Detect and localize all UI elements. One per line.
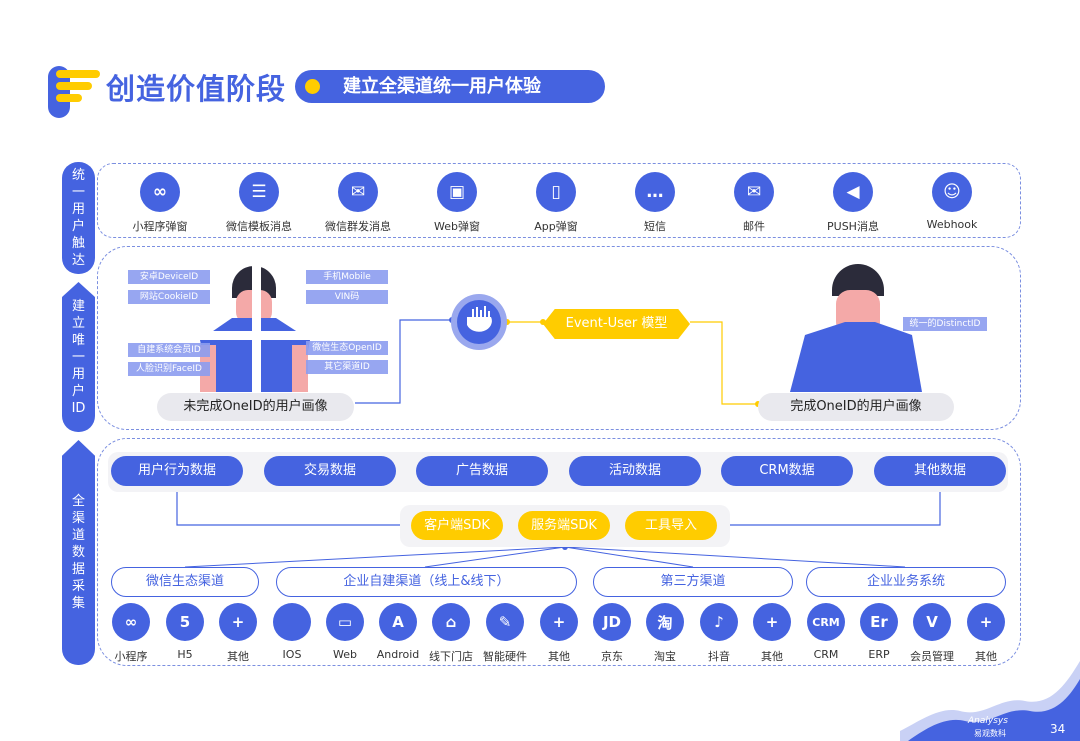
plus-icon: + <box>540 603 578 641</box>
data-type-pill: 其他数据 <box>874 456 1006 486</box>
reach-item: ✉邮件 <box>709 172 799 234</box>
plus-icon: + <box>753 603 791 641</box>
plus-icon: + <box>219 603 257 641</box>
source-item: ▭Web <box>319 603 371 661</box>
app-popup-icon: ▯ <box>536 172 576 212</box>
reach-item: ✉微信群发消息 <box>313 172 403 234</box>
source-item: ♪抖音 <box>693 603 745 664</box>
web-popup-icon: ▣ <box>437 172 477 212</box>
mini-program-icon: ∞ <box>112 603 150 641</box>
event-user-model-badge: Event-User 模型 <box>543 309 690 339</box>
reach-item: ▣Web弹窗 <box>412 172 502 234</box>
channel-pill: 微信生态渠道 <box>111 567 259 597</box>
reach-item: ◀PUSH消息 <box>808 172 898 234</box>
brand-logo: Analysys <box>968 716 1008 726</box>
id-tag: 微信生态OpenID <box>306 341 388 355</box>
subtitle-text: 建立全渠道统一用户体验 <box>343 76 541 97</box>
mass-mail-icon: ✉ <box>338 172 378 212</box>
collection-panel <box>97 438 1021 666</box>
android-icon: A <box>379 603 417 641</box>
taobao-icon: 淘 <box>646 603 684 641</box>
source-item: +其他 <box>960 603 1012 664</box>
monitor-icon: ▭ <box>326 603 364 641</box>
source-item: IOS <box>266 603 318 661</box>
data-type-pill: CRM数据 <box>721 456 853 486</box>
erp-icon: Er <box>860 603 898 641</box>
method-pill: 服务端SDK <box>518 511 610 540</box>
data-type-pill: 活动数据 <box>569 456 701 486</box>
store-icon: ⌂ <box>432 603 470 641</box>
method-pill: 工具导入 <box>625 511 717 540</box>
page-number: 34 <box>1050 722 1066 736</box>
douyin-icon: ♪ <box>700 603 738 641</box>
incomplete-portrait-caption: 未完成OneID的用户画像 <box>157 393 354 421</box>
reach-item: ▯App弹窗 <box>511 172 601 234</box>
method-pill: 客户端SDK <box>411 511 503 540</box>
reach-item: ☺Webhook <box>907 172 997 231</box>
source-item: +其他 <box>746 603 798 664</box>
plus-icon: + <box>967 603 1005 641</box>
crm-icon: CRM <box>807 603 845 641</box>
megaphone-icon: ◀ <box>833 172 873 212</box>
data-types-strip <box>108 452 1008 492</box>
reach-item: ☰微信模板消息 <box>214 172 304 234</box>
apple-icon <box>273 603 311 641</box>
side-label-collection: 全渠道数据采集 <box>62 440 95 665</box>
side-label-oneid: 建立唯一用户ID <box>62 282 95 432</box>
distinct-id-tag: 统一的DistinctID <box>903 317 987 331</box>
data-type-pill: 用户行为数据 <box>111 456 243 486</box>
source-item: 淘淘宝 <box>639 603 691 664</box>
mail-icon: ✉ <box>734 172 774 212</box>
source-item: +其他 <box>212 603 264 664</box>
id-tag: 网站CookieID <box>128 290 210 304</box>
template-message-icon: ☰ <box>239 172 279 212</box>
source-item: ∞小程序 <box>105 603 157 664</box>
bullet-dot <box>305 79 320 94</box>
wrench-icon: ✎ <box>486 603 524 641</box>
id-tag: 手机Mobile <box>306 270 388 284</box>
side-label-reach: 统一用户触达 <box>62 162 95 274</box>
id-tag: 人脸识别FaceID <box>128 362 210 376</box>
id-tag: VIN码 <box>306 290 388 304</box>
html5-icon: 5 <box>166 603 204 641</box>
reach-item: ∞小程序弹窗 <box>115 172 205 234</box>
source-item: ✎智能硬件 <box>479 603 531 664</box>
channel-pill: 第三方渠道 <box>593 567 793 597</box>
complete-portrait-caption: 完成OneID的用户画像 <box>758 393 954 421</box>
channel-pill: 企业自建渠道（线上&线下） <box>276 567 577 597</box>
data-type-pill: 交易数据 <box>264 456 396 486</box>
jd-icon: JD <box>593 603 631 641</box>
mini-program-icon: ∞ <box>140 172 180 212</box>
reach-item: …短信 <box>610 172 700 234</box>
page-title: 创造价值阶段 <box>106 72 287 106</box>
footer-wave <box>900 661 1080 741</box>
source-item: ⌂线下门店 <box>425 603 477 664</box>
source-item: +其他 <box>533 603 585 664</box>
reach-panel <box>97 163 1021 238</box>
member-icon: V <box>913 603 951 641</box>
channel-pill: 企业业务系统 <box>806 567 1006 597</box>
id-tag: 其它渠道ID <box>306 360 388 374</box>
robot-icon: ☺ <box>932 172 972 212</box>
id-tag: 自建系统会员ID <box>128 343 210 357</box>
id-tag: 安卓DeviceID <box>128 270 210 284</box>
data-type-pill: 广告数据 <box>416 456 548 486</box>
brand-name-cn: 易观数科 <box>974 729 1006 738</box>
oneid-panel <box>97 246 1021 430</box>
sms-icon: … <box>635 172 675 212</box>
subtitle-pill: 建立全渠道统一用户体验 <box>295 70 605 103</box>
